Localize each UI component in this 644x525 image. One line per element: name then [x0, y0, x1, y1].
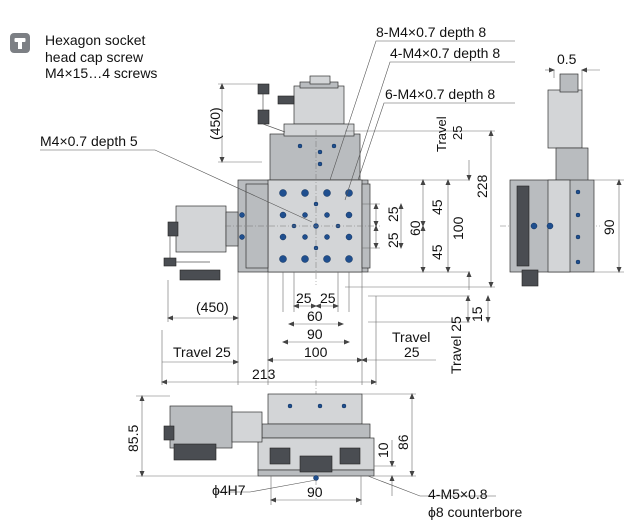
front-dim-10: 10 — [375, 442, 391, 458]
front-view: 85.5 86 10 90 ϕ4H7 4-M5×0.8 ϕ8 counterbo… — [125, 393, 522, 520]
top-view: (450) Travel 25 228 45 45 25 25 60 100 (… — [161, 75, 600, 500]
screw-note: Hexagon socket head cap screw M4×15…4 sc… — [10, 32, 157, 81]
side-view: 0.5 90 — [509, 51, 624, 287]
hexagon-screw-icon — [10, 33, 30, 53]
dim-45-upper: 45 — [429, 199, 445, 215]
side-dim-90: 90 — [601, 219, 617, 235]
dim-100-vertical: 100 — [450, 216, 466, 240]
dim-travel-value-vertical: 25 — [450, 126, 465, 140]
dim-25-lower: 25 — [385, 232, 401, 248]
dim-100-horizontal: 100 — [304, 344, 328, 360]
upper-carriage — [269, 133, 361, 181]
dim-228: 228 — [474, 174, 490, 198]
dim-450-vertical: (450) — [207, 107, 223, 140]
dim-15: 15 — [469, 306, 485, 322]
motor-left — [175, 205, 227, 253]
callout-4-m4: 4-M4×0.7 depth 8 — [390, 45, 500, 61]
front-dim-90: 90 — [307, 484, 323, 500]
side-dim-0-5: 0.5 — [557, 51, 577, 67]
dim-travel-25-vertical: Travel 25 — [448, 316, 464, 374]
callout-8-m4: 8-M4×0.7 depth 8 — [376, 24, 486, 40]
dim-213: 213 — [252, 366, 276, 382]
callout-counterbore: ϕ8 counterbore — [428, 504, 522, 520]
note-line-1: Hexagon socket — [45, 32, 146, 48]
callout-pin-4h7: ϕ4H7 — [212, 482, 246, 498]
callout-m4-depth-5: M4×0.7 depth 5 — [40, 133, 138, 149]
motor-top — [293, 85, 345, 125]
dim-60-horizontal: 60 — [307, 308, 323, 324]
dim-450-horizontal: (450) — [196, 299, 229, 315]
dim-90-horizontal: 90 — [307, 326, 323, 342]
dim-25-upper: 25 — [385, 206, 401, 222]
dim-45-lower: 45 — [429, 244, 445, 260]
callout-6-m4: 6-M4×0.7 depth 8 — [385, 86, 495, 102]
dim-travel-value-right: 25 — [404, 344, 420, 360]
dim-travel-25-left: Travel 25 — [173, 344, 231, 360]
note-line-2: head cap screw — [45, 49, 144, 65]
dim-travel-label-right: Travel — [392, 329, 430, 345]
front-dim-85-5: 85.5 — [125, 425, 141, 452]
dim-25-horizontal-left: 25 — [296, 290, 312, 306]
mounting-holes — [239, 143, 353, 263]
dim-25-horizontal-right: 25 — [320, 290, 336, 306]
dim-travel-label-vertical: Travel — [434, 116, 449, 152]
dim-60-vertical: 60 — [407, 220, 423, 236]
callouts: 8-M4×0.7 depth 8 4-M4×0.7 depth 8 6-M4×0… — [40, 24, 515, 223]
front-motor — [169, 405, 233, 449]
callout-4-m5: 4-M5×0.8 — [428, 486, 488, 502]
front-dim-86: 86 — [395, 434, 411, 450]
front-table — [267, 393, 363, 425]
note-line-3: M4×15…4 screws — [45, 65, 157, 81]
